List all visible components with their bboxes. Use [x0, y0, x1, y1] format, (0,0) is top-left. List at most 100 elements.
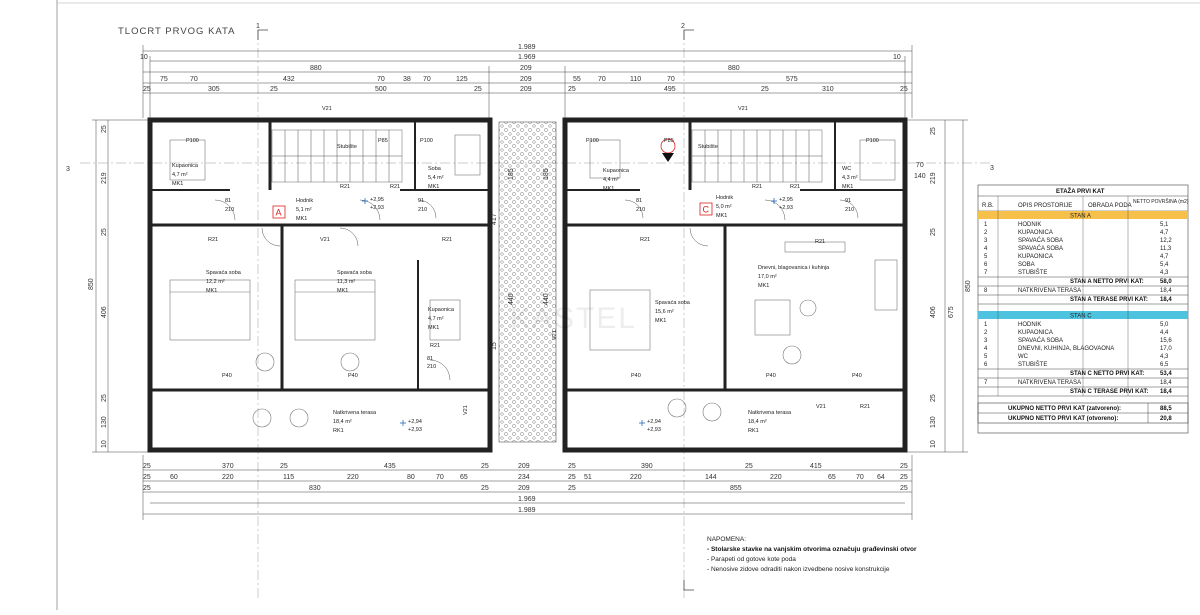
section-marker-1: 1 — [256, 23, 260, 30]
section-marker-2: 2 — [681, 23, 685, 30]
stairs-c — [691, 129, 823, 183]
svg-text:25: 25 — [143, 463, 151, 470]
room-c-bath-name: Kupaonica — [603, 168, 630, 174]
room-a-bath2-name: Kupaonica — [428, 307, 455, 313]
room-a-bath1-code: MK1 — [172, 181, 183, 187]
room-a-bath1-area: 4,7 m² — [172, 172, 188, 178]
room-a-room-name: Soba — [428, 166, 442, 172]
svg-text:6: 6 — [984, 362, 988, 368]
svg-text:V21: V21 — [320, 237, 330, 243]
svg-text:25: 25 — [568, 485, 576, 492]
svg-text:406: 406 — [930, 306, 937, 318]
left-dimensions — [92, 119, 150, 453]
svg-text:KUPAONICA: KUPAONICA — [1018, 230, 1053, 236]
svg-text:P40: P40 — [766, 373, 776, 379]
stan-a-rows: 1 HODNIK 5,1 2 KUPAONICA 4,7 3 SPAVAĆA S… — [984, 222, 1172, 276]
svg-text:V21: V21 — [552, 330, 558, 340]
svg-text:R21: R21 — [860, 404, 870, 410]
svg-text:390: 390 — [641, 463, 653, 470]
svg-text:C: C — [703, 205, 710, 215]
stairs-a — [271, 129, 403, 183]
table-title: ETAŽA PRVI KAT — [1056, 187, 1105, 195]
svg-text:209: 209 — [518, 485, 530, 492]
svg-text:185: 185 — [543, 168, 550, 180]
svg-text:25: 25 — [101, 228, 108, 236]
svg-text:4,3: 4,3 — [1160, 270, 1169, 276]
stan-c-label: STAN C — [1070, 314, 1092, 320]
table-header-rb: R.B. — [982, 203, 994, 209]
unit-marker-c: C — [699, 202, 713, 216]
svg-text:144: 144 — [705, 474, 717, 481]
dim-right-chain: 25 219 25 406 25 130 10 675 70 140 — [914, 127, 955, 448]
svg-text:25: 25 — [761, 86, 769, 93]
svg-text:64: 64 — [877, 474, 885, 481]
unit-a-room-labels: Kupaonica 4,7 m² MK1 Stubište Soba 5,4 m… — [172, 144, 455, 434]
svg-text:KUPAONICA: KUPAONICA — [1018, 330, 1053, 336]
svg-text:25: 25 — [568, 474, 576, 481]
svg-text:70: 70 — [856, 474, 864, 481]
svg-text:25: 25 — [481, 463, 489, 470]
table-header-area: NETTO POVRŠINA (m2) — [1133, 198, 1189, 205]
svg-text:+2,94: +2,94 — [647, 419, 661, 425]
room-a-bed2-area: 11,3 m² — [337, 279, 355, 285]
svg-text:500: 500 — [375, 86, 387, 93]
svg-text:220: 220 — [347, 474, 359, 481]
room-c-wc-code: MK1 — [842, 184, 853, 190]
svg-text:234: 234 — [518, 474, 530, 481]
right-dimensions — [905, 119, 968, 453]
stan-a-net-value: 58,0 — [1160, 279, 1172, 285]
svg-text:575: 575 — [786, 76, 798, 83]
room-c-living-code: MK1 — [758, 283, 769, 289]
stan-a-net-label: STAN A NETTO PRVI KAT: — [1070, 279, 1144, 285]
svg-text:+2,93: +2,93 — [647, 427, 661, 433]
room-c-wc-area: 4,3 m² — [842, 175, 858, 181]
svg-text:HODNIK: HODNIK — [1018, 322, 1041, 328]
entry-marker — [660, 138, 676, 162]
stan-c-net-label: STAN C NETTO PRVI KAT: — [1070, 371, 1144, 377]
svg-text:R21: R21 — [390, 184, 400, 190]
svg-text:4,7: 4,7 — [1160, 230, 1169, 236]
svg-text:P100: P100 — [420, 138, 433, 144]
svg-text:70: 70 — [377, 76, 385, 83]
room-c-living-area: 17,0 m² — [758, 274, 777, 280]
room-area-table: ETAŽA PRVI KAT R.B. OPIS PROSTORIJE OBRA… — [977, 184, 1189, 434]
svg-text:1: 1 — [984, 322, 988, 328]
svg-text:65: 65 — [460, 474, 468, 481]
dim-top-r3-e: 10 — [893, 54, 901, 61]
room-a-bath1-name: Kupaonica — [172, 163, 199, 169]
svg-text:210: 210 — [636, 207, 645, 213]
room-a-terrace-area: 18,4 m² — [333, 419, 352, 425]
svg-text:70: 70 — [667, 76, 675, 83]
svg-text:+2,95: +2,95 — [370, 197, 384, 203]
notes: NAPOMENA: - Stolarske stavke na vanjskim… — [707, 536, 917, 573]
svg-text:70: 70 — [916, 162, 924, 169]
room-c-living-name: Dnevni, blagovanica i kuhinja — [758, 265, 830, 271]
svg-text:81: 81 — [427, 356, 433, 362]
svg-text:3: 3 — [984, 238, 988, 244]
svg-text:R21: R21 — [430, 343, 440, 349]
svg-text:185: 185 — [508, 168, 515, 180]
svg-text:8: 8 — [984, 288, 988, 294]
svg-text:432: 432 — [283, 76, 295, 83]
svg-text:210: 210 — [845, 207, 854, 213]
svg-text:25: 25 — [143, 474, 151, 481]
svg-text:4: 4 — [984, 346, 988, 352]
svg-text:417: 417 — [491, 213, 498, 225]
svg-text:HODNIK: HODNIK — [1018, 222, 1041, 228]
room-c-bath-area: 4,4 m² — [603, 177, 619, 183]
svg-text:R21: R21 — [340, 184, 350, 190]
room-c-hall-code: MK1 — [716, 213, 727, 219]
svg-text:310: 310 — [822, 86, 834, 93]
svg-text:P100: P100 — [866, 138, 879, 144]
dim-bottom-row3: 25 830 25 209 25 855 25 — [143, 485, 908, 492]
dim-top-r3-d: 880 — [728, 65, 740, 72]
svg-text:415: 415 — [810, 463, 822, 470]
room-a-bed2-name: Spavaća soba — [337, 270, 373, 276]
svg-text:25: 25 — [930, 228, 937, 236]
courtyard-gravel — [498, 121, 557, 443]
room-a-stair-name: Stubište — [337, 144, 357, 150]
svg-text:10: 10 — [101, 440, 108, 448]
dim-top-r3-b: 880 — [310, 65, 322, 72]
svg-text:25: 25 — [900, 463, 908, 470]
drawing-title: TLOCRT PRVOG KATA — [118, 26, 235, 37]
